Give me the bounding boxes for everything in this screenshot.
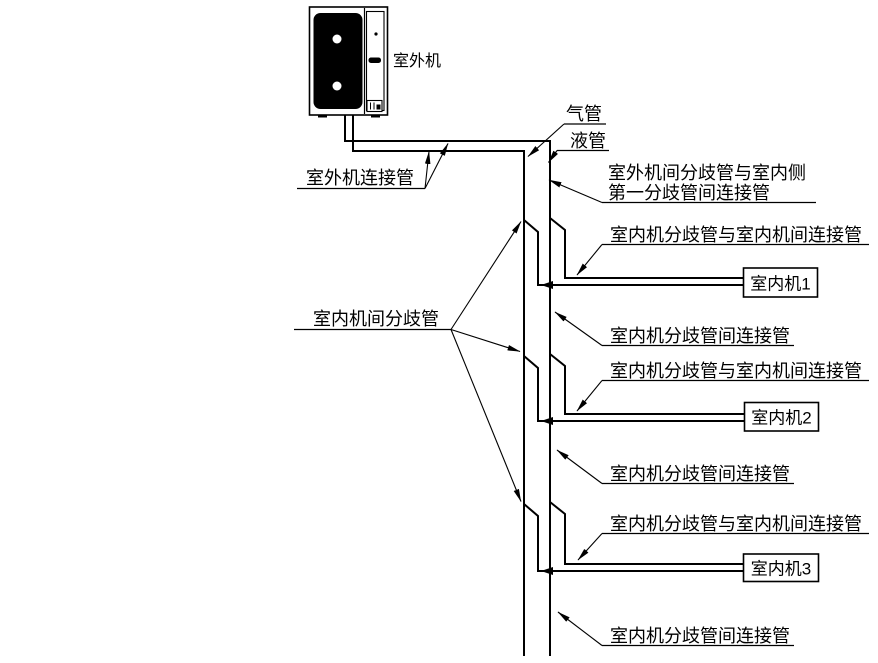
between-branch-label-3: 室内机分歧管间连接管 <box>610 626 790 646</box>
label-underlines <box>294 123 869 647</box>
indoor-unit-1-box <box>742 267 819 298</box>
gas-pipe-label: 气管 <box>566 104 602 124</box>
outdoor-connection-label: 室外机连接管 <box>306 168 414 188</box>
leader-branch-to-indoor-2 <box>576 380 603 412</box>
branch1-pipe-left <box>523 219 743 286</box>
leader-between-branch-1 <box>554 311 603 346</box>
outdoor-to-first-branch-label-line2: 第一分歧管间连接管 <box>608 183 770 203</box>
branch-joint-symbols <box>541 281 553 575</box>
fan-hub-top <box>332 34 342 44</box>
leader-branch-to-indoor-3 <box>577 533 603 561</box>
branch-to-indoor-label-1: 室内机分歧管与室内机间连接管 <box>610 225 862 245</box>
branch-joint-2 <box>541 417 553 425</box>
gas-main-pipe <box>352 115 525 656</box>
indoor-unit-2-box <box>743 401 820 432</box>
outdoor-unit-label: 室外机 <box>393 52 441 70</box>
leader-liquid-pipe <box>548 150 559 163</box>
indoor-branch-joints-label: 室内机间分歧管 <box>313 309 439 329</box>
leader-outdoor-connection-1 <box>424 151 431 189</box>
leader-indoor-joint-2 <box>450 328 521 353</box>
liquid-pipe-label: 液管 <box>570 131 606 151</box>
between-branch-label-2: 室内机分歧管间连接管 <box>610 464 790 484</box>
outdoor-unit-figure <box>308 6 389 118</box>
branch-to-indoor-label-3: 室内机分歧管与室内机间连接管 <box>610 514 862 534</box>
text-labels: 室外机 气管 液管 室外机连接管 室外机间分歧管与室内侧 第一分歧管间连接管 室… <box>306 52 862 646</box>
fan-grille-panel <box>313 13 363 109</box>
leader-between-branch-3 <box>557 611 603 646</box>
leader-outdoor-to-first-branch <box>548 179 603 204</box>
branch1-pipe-right <box>549 217 743 279</box>
branch2-pipe-right <box>549 353 745 415</box>
between-branch-label-1: 室内机分歧管间连接管 <box>610 326 790 346</box>
indoor-unit-3-label: 室内机3 <box>751 560 811 579</box>
leader-outdoor-connection-2 <box>424 143 449 189</box>
indoor-units: 室内机1 室内机2 室内机3 <box>742 267 820 583</box>
leader-indoor-joint-3 <box>450 329 522 502</box>
branch-joint-3 <box>541 567 553 575</box>
indoor-unit-2-label: 室内机2 <box>751 409 811 428</box>
leader-gas-pipe <box>527 123 565 157</box>
unit-foot-right <box>371 114 380 118</box>
panel-screw <box>374 32 378 36</box>
branch3-pipe-left <box>523 503 744 572</box>
branch2-pipe-left <box>523 355 745 422</box>
refrigerant-pipes <box>344 115 745 656</box>
leader-branch-to-indoor-1 <box>576 244 603 276</box>
indoor-unit-1-label: 室内机1 <box>750 275 810 294</box>
indoor-unit-3-box <box>742 553 820 583</box>
valve-port <box>376 104 381 110</box>
branch3-pipe-right <box>549 501 744 565</box>
fan-hub-bottom <box>332 81 342 91</box>
outdoor-to-first-branch-label-line1: 室外机间分歧管与室内侧 <box>608 163 806 183</box>
leader-indoor-joint-1 <box>450 221 522 330</box>
branch-to-indoor-label-2: 室内机分歧管与室内机间连接管 <box>610 361 862 381</box>
panel-handle <box>368 57 381 63</box>
branch-joint-1 <box>541 281 553 289</box>
leader-between-branch-2 <box>556 449 603 484</box>
leader-lines <box>424 123 603 646</box>
unit-foot-left <box>318 114 327 118</box>
liquid-main-pipe <box>344 115 551 656</box>
